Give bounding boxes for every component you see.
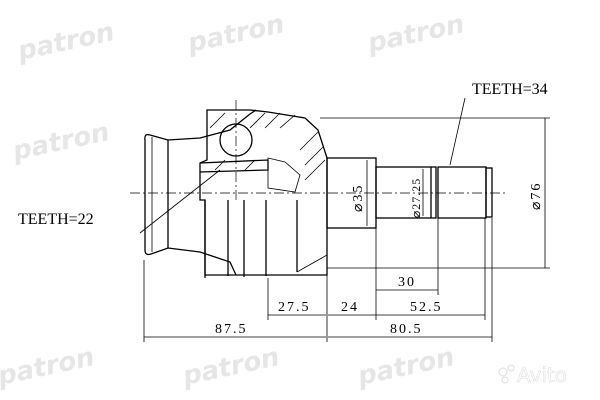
dim-87-5: 87.5 <box>215 322 248 337</box>
diameter-27-label: ⌀27.25 <box>409 178 423 218</box>
watermark: patron <box>14 17 117 67</box>
watermark: patron <box>354 342 457 392</box>
dim-80-5: 80.5 <box>390 322 423 337</box>
spline-ring <box>485 167 493 218</box>
watermark: patron <box>9 117 112 167</box>
diameter-35-label: ⌀35 <box>351 184 366 212</box>
diameter-76-label: ⌀76 <box>529 182 544 210</box>
dim-52-5: 52.5 <box>410 300 443 315</box>
watermark: patron <box>0 342 97 392</box>
spline <box>437 166 487 219</box>
shaft-27 <box>375 166 437 219</box>
teeth-22-leader <box>139 169 221 234</box>
dim-24: 24 <box>341 300 359 315</box>
housing <box>199 109 328 278</box>
dim-30: 30 <box>398 275 416 290</box>
teeth-22-label: TEETH=22 <box>18 211 94 228</box>
watermark: patron <box>179 342 282 392</box>
avito-logo: Avito <box>498 363 567 387</box>
ball <box>219 123 253 157</box>
teeth-34-leader <box>449 97 466 166</box>
avito-logo-text: Avito <box>517 363 567 387</box>
boot <box>144 109 257 276</box>
dim-27-5: 27.5 <box>278 300 311 315</box>
teeth-34-label: TEETH=34 <box>472 81 548 98</box>
watermark: patron <box>184 9 287 59</box>
watermark: patron <box>364 9 467 59</box>
